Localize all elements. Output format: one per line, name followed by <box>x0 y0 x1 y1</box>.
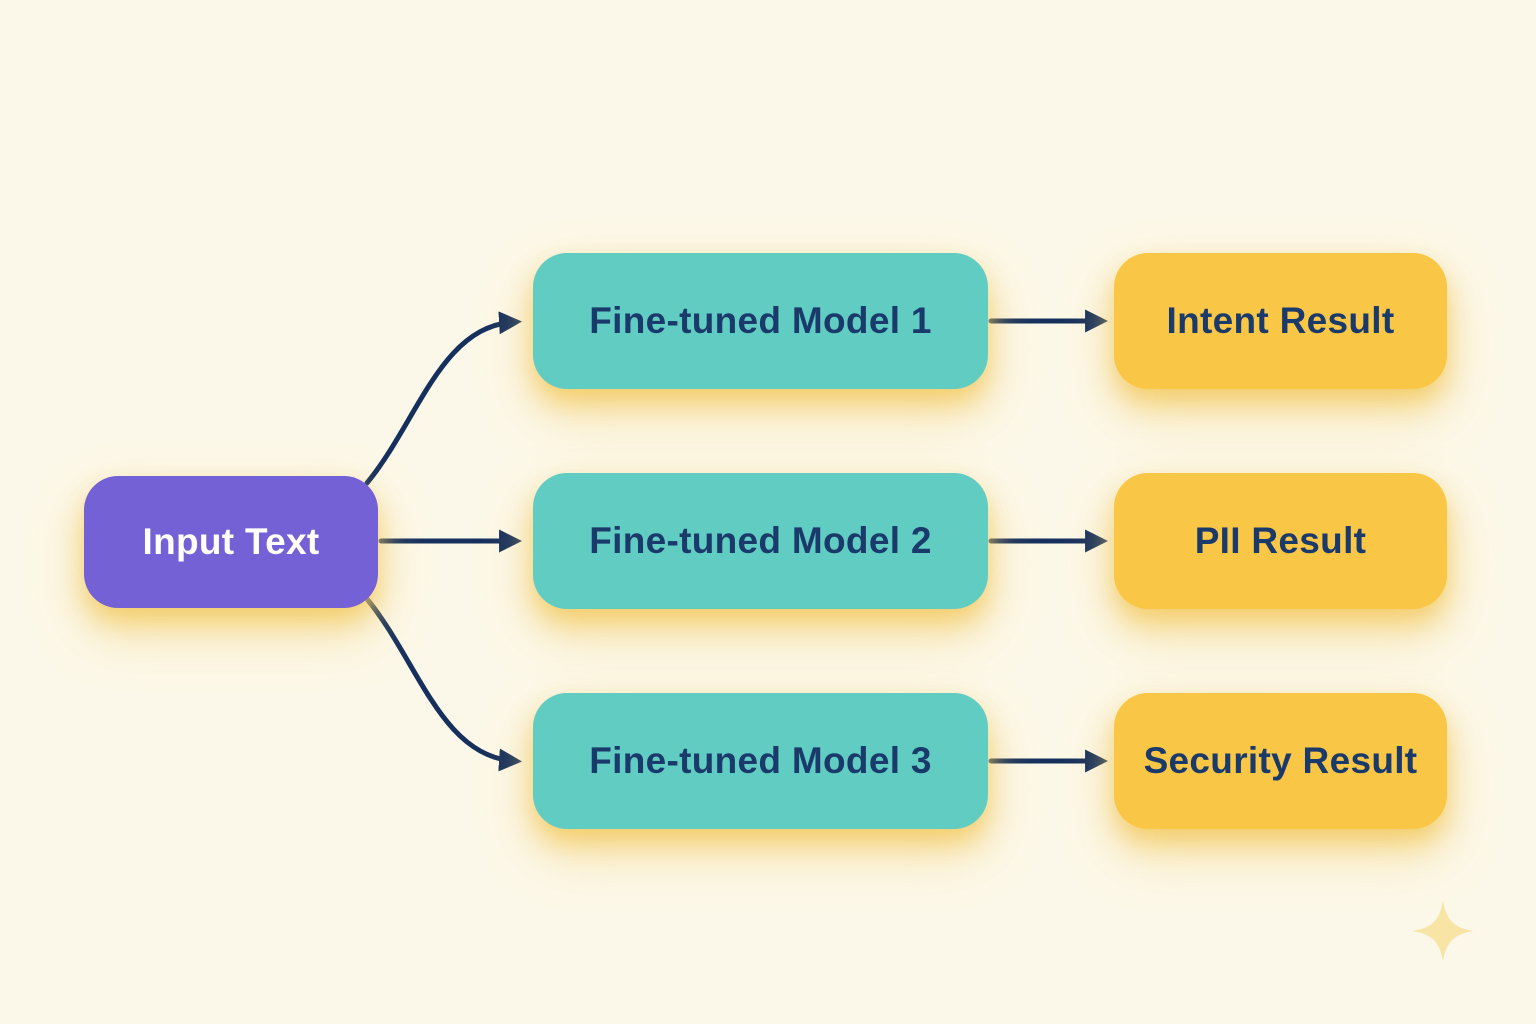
sparkle-icon <box>1412 900 1474 962</box>
arrow-input-to-model-3 <box>364 596 523 772</box>
input-text-node: Input Text <box>84 476 378 608</box>
arrow-input-to-model-1 <box>364 311 523 486</box>
model-1-node: Fine-tuned Model 1 <box>533 253 988 389</box>
security-result-node: Security Result <box>1114 693 1447 829</box>
model-3-node: Fine-tuned Model 3 <box>533 693 988 829</box>
intent-result-node: Intent Result <box>1114 253 1447 389</box>
model-3-label: Fine-tuned Model 3 <box>589 740 932 781</box>
security-result-label: Security Result <box>1143 740 1418 781</box>
pii-result-label: PII Result <box>1194 520 1367 561</box>
model-1-label: Fine-tuned Model 1 <box>589 300 932 341</box>
intent-result-label: Intent Result <box>1166 300 1395 341</box>
model-2-node: Fine-tuned Model 2 <box>533 473 988 609</box>
input-text-label: Input Text <box>142 521 320 562</box>
pii-result-node: PII Result <box>1114 473 1447 609</box>
model-2-label: Fine-tuned Model 2 <box>589 520 932 561</box>
